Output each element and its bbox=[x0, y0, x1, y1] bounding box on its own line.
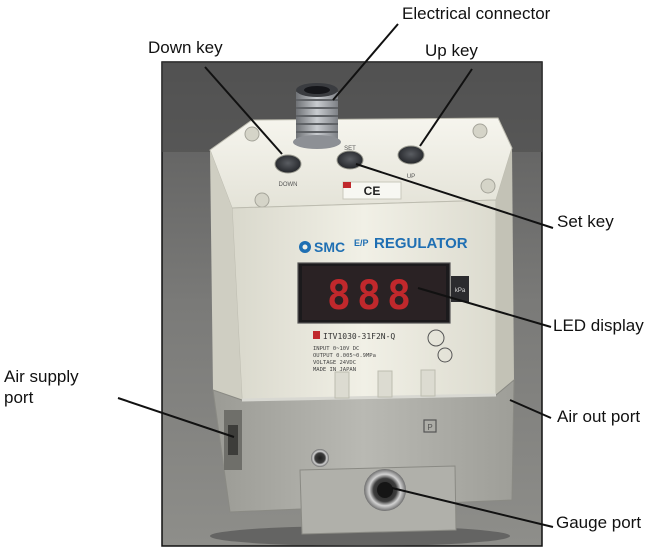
label-air-supply-line2: port bbox=[4, 388, 34, 407]
led-display: 888 bbox=[297, 262, 451, 324]
product-prefix: E/P bbox=[354, 238, 369, 248]
up-key-caption: UP bbox=[407, 174, 415, 180]
ce-mark: CE bbox=[342, 181, 402, 200]
led-digits: 888 bbox=[327, 273, 417, 319]
spec-line: VOLTAGE 24VDC bbox=[313, 360, 356, 366]
leader-gauge-port bbox=[391, 487, 554, 528]
spec-block: INPUT 0~10V DC OUTPUT 0.005~0.9MPa VOLTA… bbox=[313, 346, 376, 373]
label-electrical-connector: Electrical connector bbox=[402, 4, 551, 23]
leader-down-key bbox=[204, 66, 283, 155]
down-key[interactable]: DOWN bbox=[274, 154, 302, 188]
unit-badge: kPa bbox=[451, 276, 469, 302]
label-up-key: Up key bbox=[425, 41, 478, 60]
leader-electrical-connector bbox=[332, 23, 399, 101]
leader-air-supply-port bbox=[117, 397, 235, 438]
svg-text:kPa: kPa bbox=[455, 288, 466, 294]
leader-lines bbox=[117, 23, 554, 528]
leader-led-display bbox=[417, 287, 552, 328]
regulator-device: P DOWN SET UP bbox=[209, 83, 515, 535]
label-air-supply-line1: Air supply bbox=[4, 367, 79, 386]
product-name: REGULATOR bbox=[374, 235, 468, 252]
label-down-key: Down key bbox=[148, 38, 223, 57]
label-set-key: Set key bbox=[557, 212, 614, 231]
set-key-caption: SET bbox=[344, 146, 356, 152]
svg-text:SMC: SMC bbox=[314, 239, 345, 255]
electrical-connector bbox=[293, 83, 341, 149]
spec-line: INPUT 0~10V DC bbox=[313, 346, 359, 352]
brand-logo: SMC bbox=[299, 239, 345, 255]
port-marking: P bbox=[427, 423, 432, 432]
svg-text:CE: CE bbox=[364, 184, 381, 198]
label-air-out-port: Air out port bbox=[557, 407, 641, 426]
label-gauge-port: Gauge port bbox=[556, 513, 642, 532]
spec-line: OUTPUT 0.005~0.9MPa bbox=[313, 353, 376, 359]
up-key[interactable]: UP bbox=[397, 145, 425, 180]
model-number: ITV1030-31F2N-Q bbox=[323, 332, 395, 341]
label-led-display: LED display bbox=[553, 316, 644, 335]
down-key-caption: DOWN bbox=[279, 182, 298, 188]
label-air-supply-port: Air supply port bbox=[4, 366, 79, 408]
spec-line: MADE IN JAPAN bbox=[313, 367, 356, 373]
leader-up-key bbox=[419, 68, 473, 147]
leader-set-key bbox=[355, 163, 554, 229]
leader-air-out-port bbox=[509, 399, 552, 419]
